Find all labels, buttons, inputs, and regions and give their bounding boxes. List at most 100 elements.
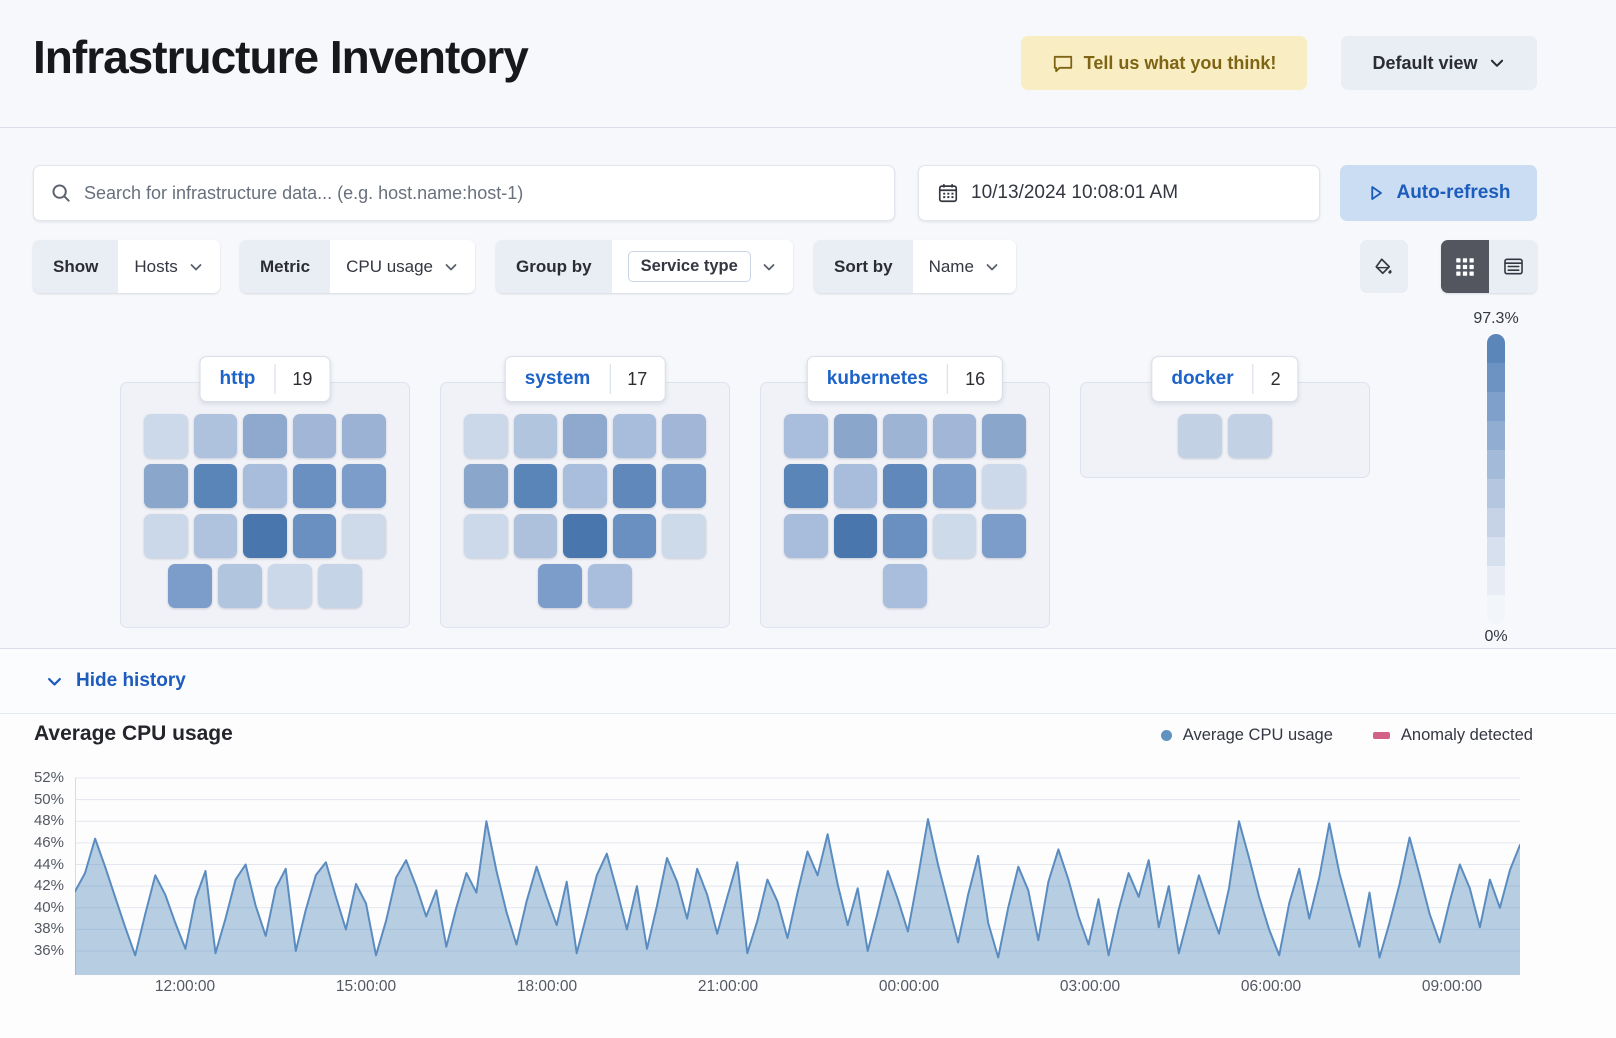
host-tile[interactable] — [144, 464, 188, 508]
x-axis-label: 15:00:00 — [335, 978, 397, 995]
host-tile[interactable] — [193, 414, 238, 458]
host-tile[interactable] — [662, 464, 706, 508]
host-tile[interactable] — [243, 414, 287, 458]
host-tile[interactable] — [662, 414, 706, 458]
legend-swatch-icon — [1372, 732, 1390, 739]
host-tile[interactable] — [464, 414, 508, 458]
host-tile[interactable] — [833, 514, 878, 558]
host-tile[interactable] — [342, 464, 386, 508]
host-tile[interactable] — [268, 564, 312, 608]
host-tile[interactable] — [833, 414, 878, 458]
host-tile[interactable] — [318, 564, 362, 608]
host-tile[interactable] — [563, 414, 607, 458]
host-tile[interactable] — [513, 414, 558, 458]
host-tile[interactable] — [662, 514, 706, 558]
table-view-toggle[interactable] — [1489, 240, 1537, 293]
tile-row — [464, 514, 706, 558]
y-axis-label: 46% — [33, 834, 64, 851]
host-tile[interactable] — [883, 414, 927, 458]
host-tile[interactable] — [932, 514, 977, 558]
host-tile[interactable] — [932, 414, 977, 458]
chart-legend: Average CPU usage Anomaly detected — [1160, 726, 1533, 745]
badge-divider — [609, 364, 611, 394]
group-by-filter-group: Group by Service type — [496, 240, 793, 293]
host-tile[interactable] — [883, 514, 927, 558]
feedback-button[interactable]: Tell us what you think! — [1021, 36, 1307, 90]
host-tile[interactable] — [932, 464, 977, 508]
host-tile[interactable] — [612, 514, 657, 558]
host-tile[interactable] — [292, 514, 337, 558]
show-filter-group: Show Hosts — [33, 240, 220, 293]
scale-step — [1487, 595, 1505, 624]
color-scale-bar — [1487, 334, 1505, 624]
host-tile[interactable] — [193, 514, 238, 558]
hide-history-link[interactable]: Hide history — [45, 670, 186, 692]
host-tile[interactable] — [982, 464, 1026, 508]
date-time-picker[interactable]: 10/13/2024 10:08:01 AM — [918, 165, 1320, 221]
host-tile[interactable] — [243, 464, 287, 508]
page-title: Infrastructure Inventory — [33, 31, 529, 83]
auto-refresh-button[interactable]: Auto-refresh — [1340, 165, 1537, 221]
legend-item[interactable]: Anomaly detected — [1372, 726, 1533, 745]
sort-by-filter-value[interactable]: Name — [912, 240, 1016, 293]
host-tile[interactable] — [342, 514, 386, 558]
badge-divider — [1252, 364, 1254, 394]
host-tile[interactable] — [292, 464, 337, 508]
panel-divider — [0, 713, 1616, 714]
host-tile[interactable] — [168, 564, 212, 608]
x-axis-label: 03:00:00 — [1059, 978, 1121, 995]
host-tile[interactable] — [784, 514, 828, 558]
host-tile[interactable] — [513, 464, 558, 508]
host-tile[interactable] — [464, 514, 508, 558]
host-tile[interactable] — [1228, 414, 1272, 458]
history-chart-panel: Average CPU usage Average CPU usage Anoma… — [0, 714, 1616, 1038]
host-tile[interactable] — [144, 514, 188, 558]
host-tile[interactable] — [563, 514, 607, 558]
host-tile[interactable] — [218, 564, 262, 608]
legend-item[interactable]: Average CPU usage — [1160, 726, 1333, 745]
tile-row — [144, 464, 386, 508]
host-tile[interactable] — [144, 414, 188, 458]
search-input[interactable] — [84, 182, 878, 204]
host-tile[interactable] — [1178, 414, 1222, 458]
host-tile[interactable] — [193, 464, 238, 508]
host-tile[interactable] — [342, 414, 386, 458]
map-view-toggle[interactable] — [1441, 240, 1489, 293]
legend-dot-icon — [1160, 730, 1172, 741]
group-count: 19 — [292, 368, 313, 389]
host-tile[interactable] — [588, 564, 632, 608]
host-tile[interactable] — [464, 464, 508, 508]
y-axis-label: 50% — [33, 791, 64, 808]
host-tile[interactable] — [883, 564, 927, 608]
host-tile[interactable] — [563, 464, 607, 508]
sort-by-filter-group: Sort by Name — [814, 240, 1016, 293]
host-tile[interactable] — [883, 464, 927, 508]
color-palette-button[interactable] — [1360, 240, 1408, 293]
host-tile[interactable] — [513, 514, 558, 558]
chevron-down-icon — [445, 263, 457, 270]
group-name: system — [524, 368, 591, 389]
x-axis-label: 12:00:00 — [154, 978, 216, 995]
view-selector-button[interactable]: Default view — [1341, 36, 1537, 90]
host-tile[interactable] — [612, 464, 657, 508]
group-by-token[interactable]: Service type — [627, 251, 751, 282]
group-by-filter-value[interactable]: Service type — [611, 240, 793, 293]
host-tile[interactable] — [833, 464, 878, 508]
x-axis-label: 06:00:00 — [1240, 978, 1302, 995]
search-bar[interactable] — [33, 165, 895, 221]
host-tile[interactable] — [538, 564, 582, 608]
history-toggle-row — [0, 649, 1616, 713]
metric-filter-value[interactable]: CPU usage — [330, 240, 476, 293]
host-tile[interactable] — [982, 414, 1026, 458]
show-filter-value[interactable]: Hosts — [118, 240, 220, 293]
host-tile[interactable] — [784, 414, 828, 458]
scale-step — [1487, 334, 1505, 363]
host-tile[interactable] — [292, 414, 337, 458]
host-tile[interactable] — [784, 464, 828, 508]
metric-filter-label: Metric — [240, 240, 331, 293]
host-tile[interactable] — [243, 514, 287, 558]
y-axis-label: 42% — [33, 877, 64, 894]
host-tile[interactable] — [982, 514, 1026, 558]
host-tile[interactable] — [612, 414, 657, 458]
